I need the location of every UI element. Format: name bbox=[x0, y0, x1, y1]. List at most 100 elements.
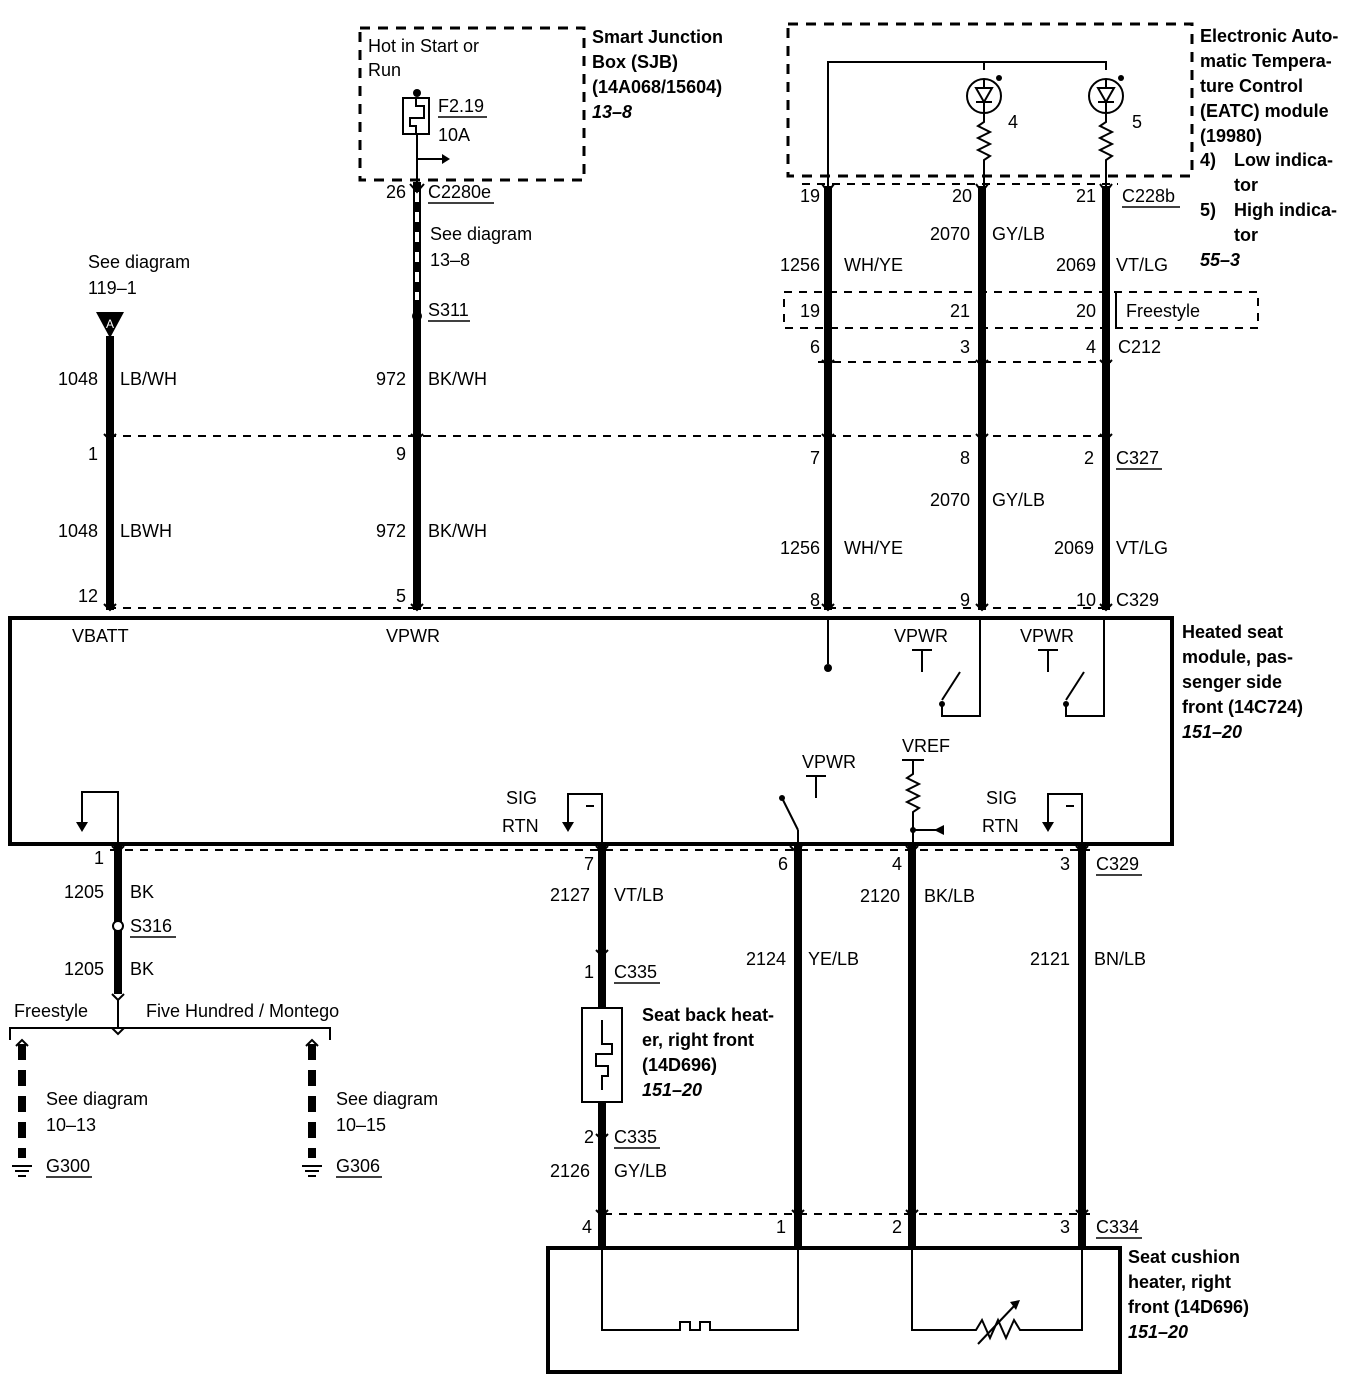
wire-2120-color: BK/LB bbox=[924, 886, 975, 906]
led-5-label: 5 bbox=[1132, 112, 1142, 132]
c327-pin-7: 7 bbox=[810, 448, 820, 468]
freestyle-pin-20: 20 bbox=[1076, 301, 1096, 321]
sig2-label: SIG bbox=[986, 788, 1017, 808]
wire-2120-num: 2120 bbox=[860, 886, 900, 906]
eatc-title-2: matic Tempera- bbox=[1200, 51, 1332, 71]
splice-s316: S316 bbox=[130, 916, 172, 936]
c329-top-pin-12: 12 bbox=[78, 586, 98, 606]
c335-pin-1: 1 bbox=[584, 962, 594, 982]
vpwr-switch2-label: VPWR bbox=[1020, 626, 1074, 646]
wire-2070-num: 2070 bbox=[930, 224, 970, 244]
wire-2069-num: 2069 bbox=[1056, 255, 1096, 275]
eatc-item4-1: Low indica- bbox=[1234, 150, 1333, 170]
five-hundred-option: Five Hundred / Montego bbox=[146, 1001, 339, 1021]
wire-2127-num: 2127 bbox=[550, 885, 590, 905]
smart-junction-box: Hot in Start or Run F2.19 10A Smart Junc… bbox=[358, 26, 723, 182]
eatc-ref: 55–3 bbox=[1200, 250, 1240, 270]
c335-pin-2: 2 bbox=[584, 1127, 594, 1147]
wire-2124-num: 2124 bbox=[746, 949, 786, 969]
see-119-1: See diagram bbox=[88, 252, 190, 272]
c334-pin-2: 2 bbox=[892, 1217, 902, 1237]
eatc-title-3: ture Control bbox=[1200, 76, 1303, 96]
seat-back-heater-icon bbox=[581, 1007, 623, 1103]
c327-pin-2: 2 bbox=[1084, 448, 1094, 468]
c329-bot-pin-4: 4 bbox=[892, 854, 902, 874]
see-13-2: 13–8 bbox=[430, 250, 470, 270]
ground-icon bbox=[824, 664, 832, 672]
wire-972b-num: 972 bbox=[376, 521, 406, 541]
see-1013-2: 10–13 bbox=[46, 1115, 96, 1135]
eatc-title-4: (EATC) module bbox=[1200, 101, 1329, 121]
c329-bot-pin-7: 7 bbox=[584, 854, 594, 874]
eatc-item4-2: tor bbox=[1234, 175, 1258, 195]
seat-back-title-3: (14D696) bbox=[642, 1055, 717, 1075]
c327-pin-9: 9 bbox=[396, 444, 406, 464]
c212-label: C212 bbox=[1118, 337, 1161, 357]
wire-1205-color: BK bbox=[130, 882, 154, 902]
module-title-4: front (14C724) bbox=[1182, 697, 1303, 717]
c228b-label: C228b bbox=[1122, 186, 1175, 206]
wire-2070b-color: GY/LB bbox=[992, 490, 1045, 510]
see-13-1: See diagram bbox=[430, 224, 532, 244]
sig1-label: SIG bbox=[506, 788, 537, 808]
top-wiring: A See diagram 119–1 1048 LB/WH 1 1048 LB… bbox=[58, 182, 1259, 612]
ground-g306-icon bbox=[302, 1165, 322, 1177]
c228b-pin-19: 19 bbox=[800, 186, 820, 206]
arrow-a-label: A bbox=[106, 317, 114, 331]
c228b-pin-20: 20 bbox=[952, 186, 972, 206]
vbatt-label: VBATT bbox=[72, 626, 129, 646]
sjb-title-3: (14A068/15604) bbox=[592, 77, 722, 97]
wire-1256-num: 1256 bbox=[780, 255, 820, 275]
eatc-module: 4 5 Electronic Auto- matic Tempera- ture… bbox=[786, 22, 1338, 270]
heater-element-icon bbox=[601, 1248, 799, 1331]
arrow-a-icon bbox=[96, 312, 124, 338]
sjb-title-1: Smart Junction bbox=[592, 27, 723, 47]
wire-1256-color: WH/YE bbox=[844, 255, 903, 275]
wire-2124-color: YE/LB bbox=[808, 949, 859, 969]
vpwr-switch1-label: VPWR bbox=[894, 626, 948, 646]
seat-back-title-1: Seat back heat- bbox=[642, 1005, 774, 1025]
wire-2069b-num: 2069 bbox=[1054, 538, 1094, 558]
led-4-label: 4 bbox=[1008, 112, 1018, 132]
ground-g300: G300 bbox=[46, 1156, 90, 1176]
ground-g300-icon bbox=[12, 1165, 32, 1177]
c212-pin-6: 6 bbox=[810, 337, 820, 357]
wire-1048b-color: LBWH bbox=[120, 521, 172, 541]
ground-g306: G306 bbox=[336, 1156, 380, 1176]
c327-pin-1: 1 bbox=[88, 444, 98, 464]
module-title-2: module, pas- bbox=[1182, 647, 1293, 667]
cushion-title-3: front (14D696) bbox=[1128, 1297, 1249, 1317]
wire-2127-color: VT/LB bbox=[614, 885, 664, 905]
wire-1048b-num: 1048 bbox=[58, 521, 98, 541]
wire-1205b-color: BK bbox=[130, 959, 154, 979]
freestyle-connector-label: Freestyle bbox=[1126, 301, 1200, 321]
sjb-title-2: Box (SJB) bbox=[592, 52, 678, 72]
c212-pin-3: 3 bbox=[960, 337, 970, 357]
c2280e-pin: 26 bbox=[386, 182, 406, 202]
sjb-hot-label-1: Hot in Start or bbox=[368, 36, 479, 56]
heated-seat-module: VBATT VPWR VPWR VPWR SIG RTN VPWR VR bbox=[8, 616, 1303, 846]
cushion-title-1: Seat cushion bbox=[1128, 1247, 1240, 1267]
wire-2069-color: VT/LG bbox=[1116, 255, 1168, 275]
c334-label: C334 bbox=[1096, 1217, 1139, 1237]
c334-pin-3: 3 bbox=[1060, 1217, 1070, 1237]
eatc-item5-num: 5) bbox=[1200, 200, 1216, 220]
wire-1256b-num: 1256 bbox=[780, 538, 820, 558]
freestyle-pin-19: 19 bbox=[800, 301, 820, 321]
c334-pin-1: 1 bbox=[776, 1217, 786, 1237]
see-1015-1: See diagram bbox=[336, 1089, 438, 1109]
module-title-3: senger side bbox=[1182, 672, 1282, 692]
see-119-2: 119–1 bbox=[88, 278, 137, 298]
wire-2070-color: GY/LB bbox=[992, 224, 1045, 244]
wire-1205b-num: 1205 bbox=[64, 959, 104, 979]
c327-pin-8: 8 bbox=[960, 448, 970, 468]
eatc-item5-1: High indica- bbox=[1234, 200, 1337, 220]
c329-bot-pin-3: 3 bbox=[1060, 854, 1070, 874]
wire-1048-num: 1048 bbox=[58, 369, 98, 389]
seat-cushion-heater: Seat cushion heater, right front (14D696… bbox=[546, 1246, 1249, 1374]
seat-back-title-2: er, right front bbox=[642, 1030, 754, 1050]
c2280e-label: C2280e bbox=[428, 182, 491, 202]
c335-label-b: C335 bbox=[614, 1127, 657, 1147]
c228b-pin-21: 21 bbox=[1076, 186, 1096, 206]
